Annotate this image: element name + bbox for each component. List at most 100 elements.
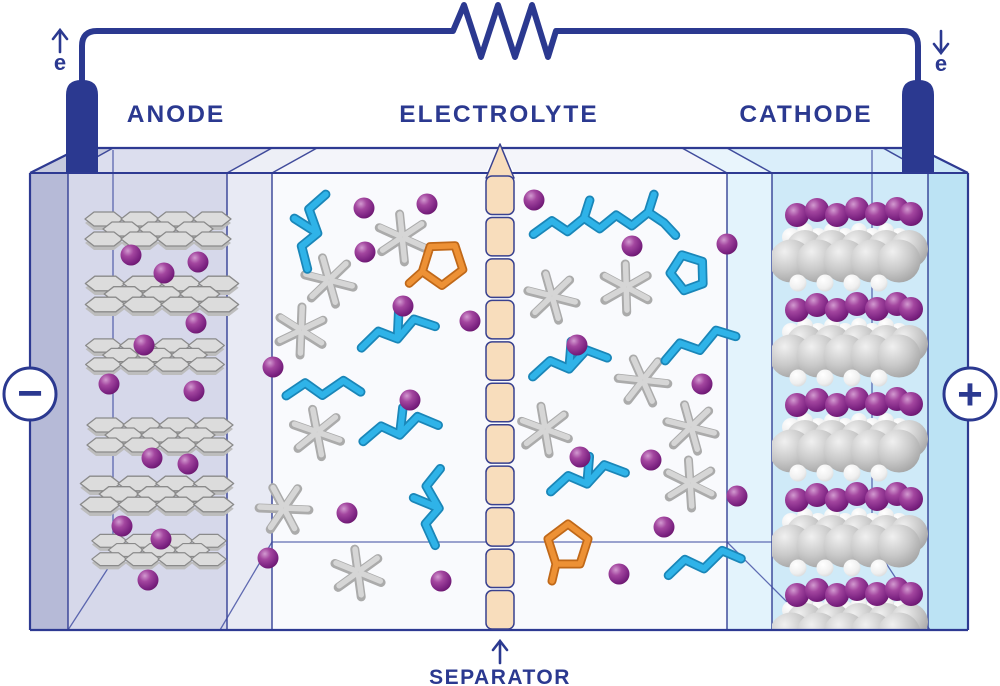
lithium-ion [785, 583, 809, 607]
oxygen-sphere [870, 274, 888, 292]
oxygen-sphere [816, 369, 834, 387]
oxygen-sphere [843, 274, 861, 292]
lithium-ion [177, 453, 199, 475]
lithium-ion [392, 295, 414, 317]
lithium-ion [653, 516, 675, 538]
lithium-ion [785, 298, 809, 322]
oxygen-sphere [843, 464, 861, 482]
inner-wall-top-face [227, 148, 317, 173]
asterisk-molecule [288, 404, 346, 462]
oxygen-sphere [789, 559, 807, 577]
metal-sphere [877, 429, 921, 473]
separator-segment [485, 175, 515, 216]
inner-wall-top-face [682, 148, 772, 173]
cathode-top-face [727, 148, 928, 173]
separator-membrane [485, 143, 515, 630]
asterisk-molecule [254, 483, 314, 535]
lithium-ion [569, 446, 591, 468]
oxygen-sphere [816, 464, 834, 482]
oxygen-sphere [870, 369, 888, 387]
cathode-oxide-layer [772, 223, 928, 292]
top-band-edge [271, 147, 318, 174]
positive-terminal-badge: + [942, 366, 998, 422]
top-band-edge [681, 147, 728, 174]
cathode-lithium-row [785, 292, 923, 322]
lithium-ion [825, 488, 849, 512]
lithium-ion [399, 389, 421, 411]
lithium-ion [150, 528, 172, 550]
lithium-ion [257, 547, 279, 569]
lithium-ion [137, 569, 159, 591]
electrolyte-top-face [272, 148, 500, 173]
solvent-molecule [663, 545, 746, 581]
oxygen-sphere [790, 648, 807, 665]
solvent-molecule [665, 250, 708, 296]
additive-ring-molecule [404, 241, 468, 290]
asterisk-molecule [523, 269, 581, 325]
lithium-ion [845, 577, 869, 601]
lithium-ion [785, 488, 809, 512]
separator-pointer-arrow-icon [491, 638, 509, 665]
separator-segment [485, 465, 515, 506]
cathode-oxide-layer [772, 596, 928, 665]
oxygen-sphere [789, 274, 807, 292]
lithium-ion [865, 582, 889, 606]
lithium-ion [120, 244, 142, 266]
lithium-ion [805, 483, 829, 507]
lithium-ion [153, 262, 175, 284]
lithium-ion [785, 393, 809, 417]
lithium-ion [111, 515, 133, 537]
lithium-ion [716, 233, 738, 255]
plus-sign: + [957, 370, 983, 419]
lithium-ion [865, 297, 889, 321]
lithium-ion [899, 202, 923, 226]
negative-terminal-badge: − [2, 366, 58, 422]
lithium-ion [825, 583, 849, 607]
oxygen-sphere [816, 274, 834, 292]
lithium-ion [523, 189, 545, 211]
separator-segment [485, 506, 515, 547]
lithium-ion [845, 482, 869, 506]
oxygen-sphere [843, 369, 861, 387]
lithium-ion [825, 393, 849, 417]
lithium-ion [805, 293, 829, 317]
lithium-ion [98, 373, 120, 395]
lithium-ion [845, 387, 869, 411]
asterisk-molecule [599, 259, 653, 317]
lithium-ion [845, 197, 869, 221]
lithium-ion [621, 235, 643, 257]
lithium-ion [785, 203, 809, 227]
cathode-terminal-post [902, 80, 934, 172]
lithium-ion [185, 312, 207, 334]
cathode-lithium-row [785, 387, 923, 417]
separator-segment [485, 341, 515, 382]
oxygen-sphere [871, 648, 888, 665]
graphene-sheet [79, 475, 235, 517]
top-band-edge [726, 147, 773, 174]
metal-sphere [877, 524, 921, 568]
lithium-ion [141, 447, 163, 469]
separator-segment [485, 548, 515, 589]
cathode-lithium-row [785, 577, 923, 607]
lithium-ion [805, 198, 829, 222]
minus-sign: − [17, 369, 43, 418]
oxygen-sphere [843, 559, 861, 577]
anode-terminal-post [66, 80, 98, 172]
solvent-molecule [289, 189, 331, 274]
asterisk-molecule [663, 455, 717, 513]
electron-in-arrow-icon [932, 29, 950, 56]
separator-segment [485, 216, 515, 257]
metal-sphere [877, 239, 921, 283]
lithium-ion [336, 502, 358, 524]
oxygen-sphere [817, 648, 834, 665]
lithium-ion [354, 241, 376, 263]
lithium-ion [899, 297, 923, 321]
additive-ring-molecule [543, 519, 593, 586]
lithium-ion [865, 487, 889, 511]
solvent-molecule [660, 325, 741, 366]
electrolyte-label: ELECTROLYTE [399, 101, 598, 128]
oxygen-sphere [789, 369, 807, 387]
cathode-lithium-row [785, 197, 923, 227]
